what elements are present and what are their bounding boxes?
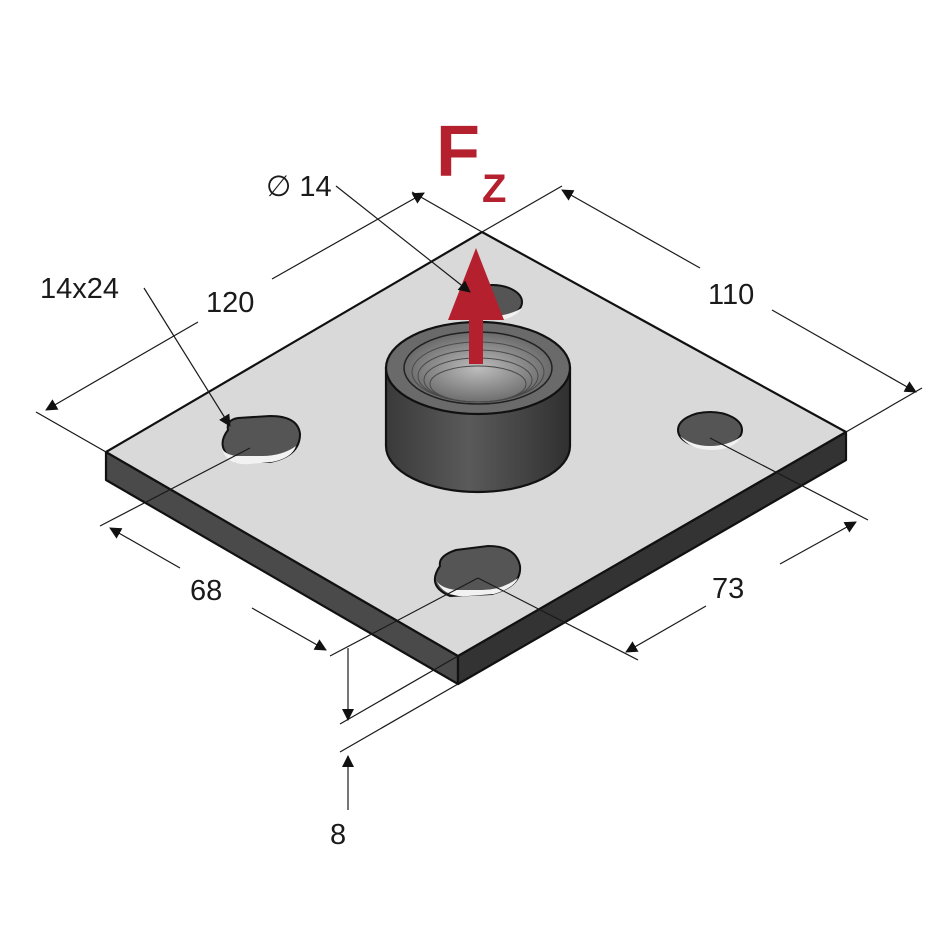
dim-slot-spacing: 68 <box>99 447 479 657</box>
force-subscript: Z <box>482 167 506 211</box>
dim-slot-size: 14x24 <box>40 273 231 427</box>
force-arrow <box>448 248 504 364</box>
dim-hole-diameter-label: ∅ 14 <box>266 171 332 203</box>
force-label: F Z <box>436 112 506 211</box>
dim-thickness-label: 8 <box>330 819 346 851</box>
dim-hole-spacing: 73 <box>477 437 869 661</box>
dim-plate-length-label: 120 <box>206 287 254 319</box>
dim-plate-length: 120 <box>35 191 483 453</box>
dim-slot-spacing-label: 68 <box>190 575 222 607</box>
slot-front <box>433 544 522 598</box>
threaded-nut <box>384 320 572 494</box>
dim-slot-size-label: 14x24 <box>40 273 119 305</box>
dim-plate-width: 110 <box>481 185 923 433</box>
dim-plate-width-label: 110 <box>708 279 754 311</box>
dim-thickness: 8 <box>330 648 459 851</box>
slot-left <box>221 414 302 465</box>
dim-hole-diameter: ∅ 14 <box>266 171 471 293</box>
dim-hole-spacing-label: 73 <box>712 573 744 605</box>
force-symbol: F <box>436 112 480 192</box>
